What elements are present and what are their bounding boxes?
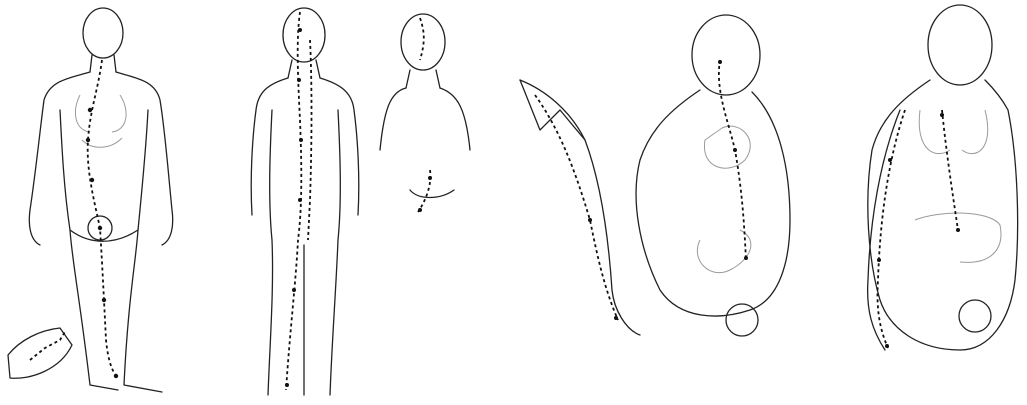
acupoint <box>718 60 722 64</box>
acupoint <box>292 288 296 292</box>
acupoint <box>428 176 432 180</box>
acupoint <box>877 258 881 262</box>
dantian-circle <box>726 304 758 336</box>
lungs <box>919 110 987 154</box>
acupoint <box>418 208 422 212</box>
left-leg <box>268 110 273 395</box>
acupoint <box>614 316 618 320</box>
figure-torso-arm-right <box>868 5 1018 350</box>
left-arm <box>29 72 90 245</box>
lungs <box>75 95 126 132</box>
acupoint <box>98 226 102 230</box>
acupoint <box>299 138 303 142</box>
neck <box>406 70 440 88</box>
figure-bust-front <box>380 14 470 212</box>
bust-meridian-path <box>418 18 430 212</box>
torso <box>868 80 1018 350</box>
acupoint <box>733 148 737 152</box>
acupoint <box>90 178 94 182</box>
acupoint <box>885 344 889 348</box>
colon <box>915 213 1001 262</box>
arm-upper <box>520 80 640 335</box>
acupoint <box>588 218 592 222</box>
torso-arm-points <box>877 113 960 348</box>
figure-arm-torso <box>520 15 790 336</box>
shoulders <box>380 88 470 150</box>
figure-back-standing <box>251 8 359 395</box>
acupoint <box>88 108 92 112</box>
shoulder-edge <box>520 80 585 140</box>
abdomen <box>410 190 454 198</box>
head <box>283 8 325 62</box>
figure-front-standing <box>8 8 173 392</box>
acupoint <box>744 256 748 260</box>
back-meridian-points <box>285 28 303 387</box>
torso <box>636 90 790 316</box>
arm-meridian-path <box>535 95 618 320</box>
head <box>692 15 760 95</box>
torso-meridian-path <box>942 110 958 230</box>
dantian-circle <box>959 300 991 332</box>
left-leg <box>60 110 118 390</box>
acupoint <box>888 158 892 162</box>
acupoint <box>298 28 302 32</box>
acupoint <box>86 138 90 142</box>
acupoint <box>285 383 289 387</box>
head <box>928 5 992 85</box>
acupoint <box>940 113 944 117</box>
arm-meridian-path <box>877 110 905 348</box>
intestines <box>697 230 751 273</box>
right-leg <box>330 110 340 395</box>
back-meridian-path-2 <box>308 40 312 240</box>
acupoint <box>956 228 960 232</box>
heart <box>704 126 750 168</box>
front-meridian-points <box>86 108 118 378</box>
acupoint <box>102 298 106 302</box>
head <box>83 8 123 58</box>
acupoint <box>297 78 301 82</box>
acupoint <box>114 374 118 378</box>
acupoint <box>298 198 302 202</box>
right-leg <box>124 110 162 392</box>
neck <box>288 60 320 78</box>
